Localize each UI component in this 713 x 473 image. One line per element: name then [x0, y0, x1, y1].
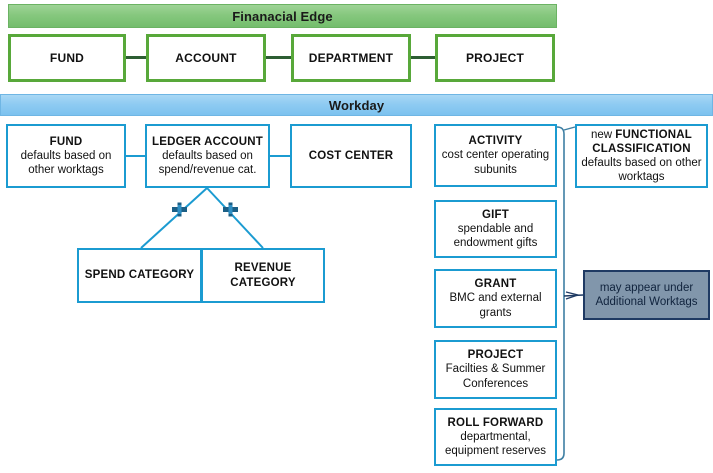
wd-box-roll-forward[interactable]: ROLL FORWARD departmental, equipment res… — [434, 408, 557, 466]
wd-box-fc-prefix-line: new FUNCTIONAL — [591, 128, 692, 142]
financial-edge-title: Finanacial Edge — [232, 8, 333, 24]
wd-box-fc-title-line1: FUNCTIONAL — [615, 128, 693, 141]
wd-box-gift[interactable]: GIFT spendable and endowment gifts — [434, 200, 557, 258]
wd-box-gift-title: GIFT — [482, 208, 509, 221]
wd-box-fund[interactable]: FUND defaults based on other worktags — [6, 124, 126, 188]
wd-box-functional-classification[interactable]: new FUNCTIONAL CLASSIFICATION defaults b… — [575, 124, 708, 188]
wd-box-roll-forward-line2: equipment reserves — [445, 445, 546, 457]
wd-box-cost-center[interactable]: COST CENTER — [290, 124, 412, 188]
wd-box-project-title: PROJECT — [467, 349, 524, 362]
wd-box-cost-center-title: COST CENTER — [308, 149, 394, 162]
wd-box-ledger-account-title: LEDGER ACCOUNT — [152, 135, 263, 148]
bracket-worktag-group — [556, 126, 565, 461]
wd-box-activity-title: ACTIVITY — [468, 135, 523, 148]
fe-box-department[interactable]: DEPARTMENT — [291, 34, 411, 82]
wd-box-project[interactable]: PROJECT Facilties & Summer Conferences — [434, 340, 557, 399]
wd-box-roll-forward-line1: departmental, — [460, 430, 531, 443]
wd-box-activity[interactable]: ACTIVITY cost center operating subunits — [434, 124, 557, 187]
wd-box-grant-line2: grants — [479, 306, 512, 319]
wd-box-fund-line1: defaults based on — [20, 149, 112, 162]
plus-marker-spend — [171, 201, 188, 218]
wd-box-fc-line1: defaults based on other — [581, 157, 702, 169]
wd-box-fc-line2: worktags — [618, 171, 665, 184]
wd-note-additional-worktags-line2: Additional Worktags — [595, 296, 698, 308]
wd-box-grant-title: GRANT — [474, 278, 517, 291]
wd-note-additional-worktags: may appear under Additional Worktags — [583, 270, 710, 320]
wd-box-fund-title: FUND — [49, 135, 83, 148]
wd-box-gift-line2: endowment gifts — [453, 237, 538, 249]
wd-box-spend-category[interactable]: SPEND CATEGORY — [77, 248, 202, 303]
wd-box-fund-line2: other worktags — [28, 164, 104, 176]
wd-box-activity-line1: cost center operating — [441, 149, 550, 162]
wd-box-grant[interactable]: GRANT BMC and external grants — [434, 269, 557, 328]
wd-box-roll-forward-title: ROLL FORWARD — [447, 416, 544, 429]
wd-box-spend-category-title: SPEND CATEGORY — [84, 269, 195, 282]
wd-box-ledger-account[interactable]: LEDGER ACCOUNT defaults based on spend/r… — [145, 124, 270, 188]
financial-edge-header-bar: Finanacial Edge — [8, 4, 557, 28]
workday-title: Workday — [328, 97, 385, 113]
bracket-arrow-line — [563, 294, 584, 297]
fe-box-project-title: PROJECT — [465, 50, 525, 65]
wd-connector-ledger-costcenter — [270, 155, 290, 157]
fe-connector-fund-account — [126, 56, 146, 59]
wd-box-grant-line1: BMC and external — [449, 292, 542, 305]
fe-box-account-title: ACCOUNT — [175, 50, 237, 65]
fe-connector-department-project — [411, 56, 435, 59]
wd-box-fc-prefix: new — [590, 128, 616, 141]
fe-box-fund-title: FUND — [49, 50, 85, 65]
wd-box-revenue-category-title2: CATEGORY — [230, 276, 296, 289]
wd-box-ledger-account-line2: spend/revenue cat. — [158, 164, 257, 176]
wd-box-revenue-category-title: REVENUE — [234, 262, 292, 275]
wd-box-project-line1: Facilties & Summer — [445, 363, 546, 376]
fe-box-department-title: DEPARTMENT — [308, 50, 394, 65]
fe-box-fund[interactable]: FUND — [8, 34, 126, 82]
fe-connector-account-department — [266, 56, 291, 59]
wd-box-activity-line2: subunits — [474, 163, 517, 176]
bracket-top-tick — [563, 126, 576, 131]
wd-connector-fund-ledger — [126, 155, 145, 157]
workday-header-bar: Workday — [0, 94, 713, 116]
wd-box-gift-line1: spendable and — [457, 222, 534, 235]
wd-box-project-line2: Conferences — [462, 377, 529, 390]
wd-note-additional-worktags-line1: may appear under — [599, 281, 694, 294]
bracket-arrow-head — [565, 291, 581, 300]
fe-box-account[interactable]: ACCOUNT — [146, 34, 266, 82]
fe-box-project[interactable]: PROJECT — [435, 34, 555, 82]
wd-box-fc-title-line2: CLASSIFICATION — [592, 142, 691, 155]
wd-box-ledger-account-line1: defaults based on — [162, 149, 253, 162]
plus-marker-revenue — [222, 201, 239, 218]
wd-box-revenue-category[interactable]: REVENUE CATEGORY — [201, 248, 325, 303]
